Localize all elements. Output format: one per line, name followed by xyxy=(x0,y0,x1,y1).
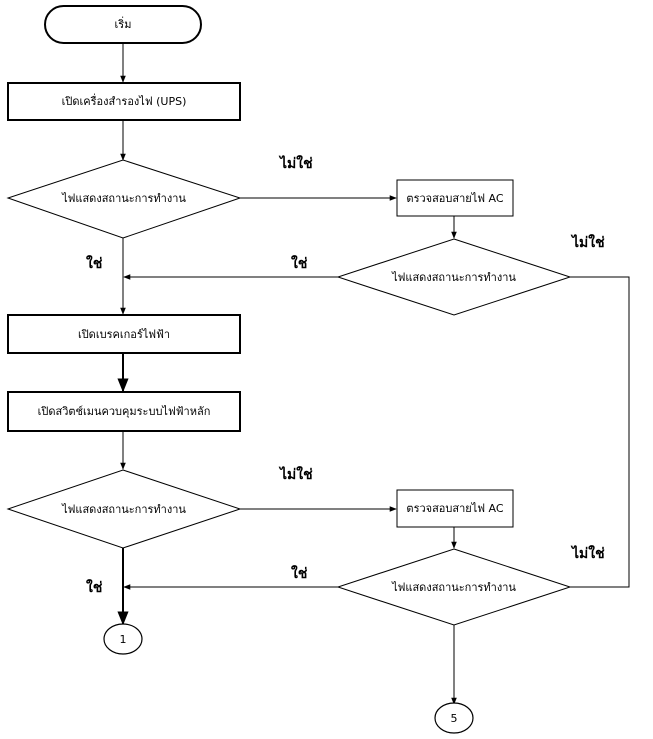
open-ups-label: เปิดเครื่องสำรองไฟ (UPS) xyxy=(62,93,187,108)
open-breaker-label: เปิดเบรคเกอร์ไฟฟ้า xyxy=(78,328,170,341)
connector-5-label: 5 xyxy=(451,712,458,725)
node-start: เริ่ม xyxy=(44,5,202,44)
node-decision-3: ไฟแสดงสถานะการทำงาน xyxy=(6,469,242,549)
edge-label-no-4: ไม่ใช่ xyxy=(570,544,605,562)
node-decision-2: ไฟแสดงสถานะการทำงาน xyxy=(336,238,572,316)
edges xyxy=(117,43,630,705)
decision-4-label: ไฟแสดงสถานะการทำงาน xyxy=(391,581,516,594)
edge-label-no-3: ไม่ใช่ xyxy=(278,465,313,483)
check-ac-2-label: ตรวจสอบสายไฟ AC xyxy=(406,502,503,515)
node-check-ac-1: ตรวจสอบสายไฟ AC xyxy=(396,179,514,217)
check-ac-1-label: ตรวจสอบสายไฟ AC xyxy=(406,192,503,205)
open-main-switch-label: เปิดสวิตช์เมนควบคุมระบบไฟฟ้าหลัก xyxy=(38,405,211,418)
node-decision-4: ไฟแสดงสถานะการทำงาน xyxy=(336,548,572,626)
node-open-breaker: เปิดเบรคเกอร์ไฟฟ้า xyxy=(7,314,241,354)
edge-label-yes-1: ใช่ xyxy=(86,254,103,272)
edge-label-yes-3: ใช่ xyxy=(86,578,103,596)
connector-1-label: 1 xyxy=(120,633,127,646)
decision-1-label: ไฟแสดงสถานะการทำงาน xyxy=(61,192,186,205)
node-decision-1: ไฟแสดงสถานะการทำงาน xyxy=(6,159,242,239)
edge-label-no-2: ไม่ใช่ xyxy=(570,233,605,251)
node-check-ac-2: ตรวจสอบสายไฟ AC xyxy=(396,489,514,528)
edge-decision-2-no-loop xyxy=(570,276,630,588)
node-open-ups: เปิดเครื่องสำรองไฟ (UPS) xyxy=(7,82,241,121)
node-connector-1: 1 xyxy=(103,623,143,655)
decision-2-label: ไฟแสดงสถานะการทำงาน xyxy=(391,271,516,284)
node-open-main-switch: เปิดสวิตช์เมนควบคุมระบบไฟฟ้าหลัก xyxy=(7,391,241,432)
edge-label-no-1: ไม่ใช่ xyxy=(278,154,313,172)
start-label: เริ่ม xyxy=(115,16,132,31)
edge-label-yes-2: ใช่ xyxy=(291,254,308,272)
node-connector-5: 5 xyxy=(434,702,474,734)
decision-3-label: ไฟแสดงสถานะการทำงาน xyxy=(61,503,186,516)
edge-label-yes-4: ใช่ xyxy=(291,564,308,582)
